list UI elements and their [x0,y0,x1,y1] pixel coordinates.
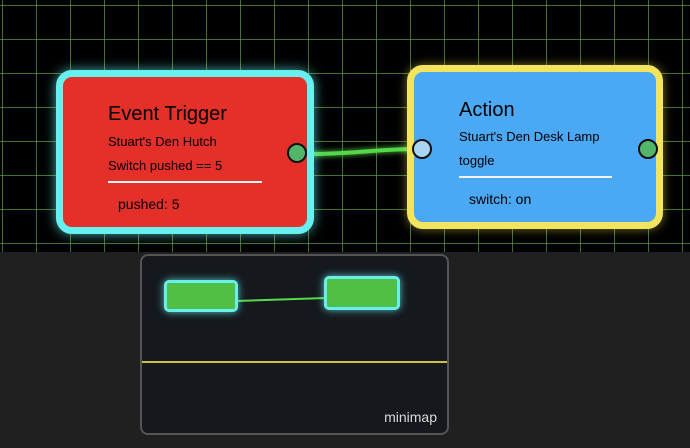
node-device: Stuart's Den Desk Lamp [459,129,600,144]
node-value: pushed: 5 [118,196,180,212]
connection-edge-layer [306,147,421,156]
minimap-edge [235,297,327,302]
node-divider [459,176,612,178]
connection-edge[interactable] [306,147,421,156]
node-device: Stuart's Den Hutch [108,134,217,149]
minimap-trigger-node [164,280,238,312]
action-input-port[interactable] [412,139,432,159]
node-value: switch: on [469,191,532,207]
trigger-output-port[interactable] [287,143,307,163]
node-condition: Switch pushed == 5 [108,158,223,173]
minimap-edge-layer [235,297,327,302]
minimap-viewport-line [142,361,447,363]
node-divider [108,181,262,183]
action-node[interactable]: Action Stuart's Den Desk Lamp toggle swi… [407,65,663,229]
minimap[interactable]: minimap [140,254,449,435]
node-title: Action [459,99,515,121]
minimap-action-node [324,276,400,310]
action-output-port[interactable] [638,139,658,159]
node-title: Event Trigger [108,103,227,125]
minimap-label: minimap [384,409,437,425]
node-command: toggle [459,153,495,168]
flow-canvas[interactable]: Event Trigger Stuart's Den Hutch Switch … [0,0,690,252]
event-trigger-node[interactable]: Event Trigger Stuart's Den Hutch Switch … [56,70,314,234]
